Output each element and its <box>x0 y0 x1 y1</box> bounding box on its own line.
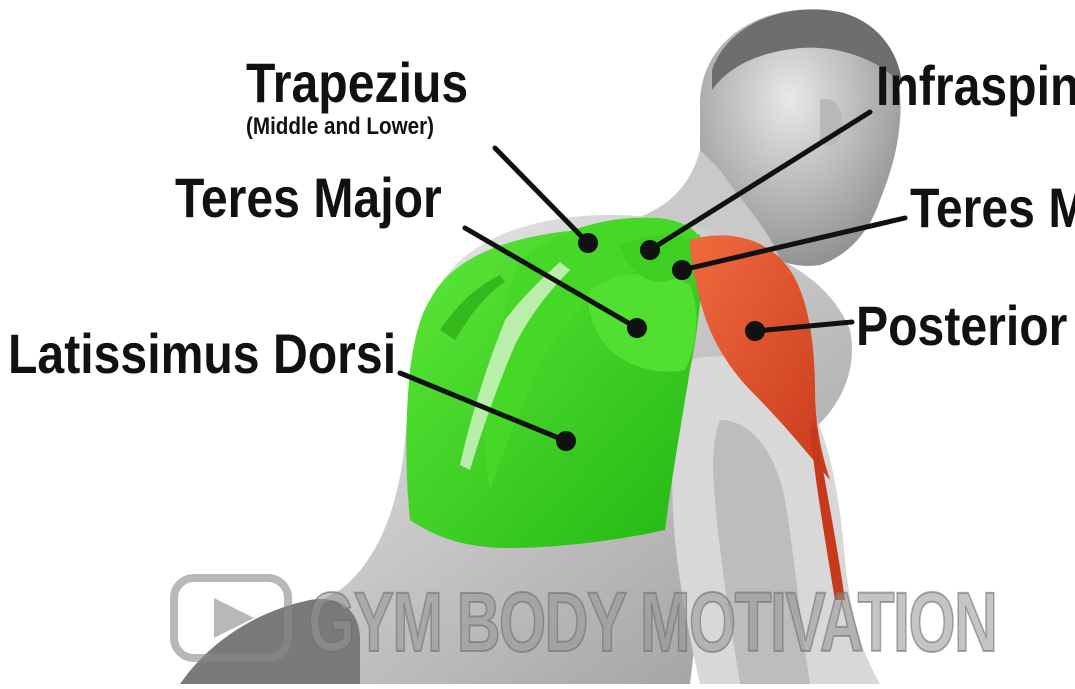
trapezius-dot <box>578 233 598 253</box>
infraspinatus-dot <box>640 240 660 260</box>
infraspinatus-label: Infraspin <box>876 54 1075 117</box>
posterior-deltoid-muscle <box>690 235 845 600</box>
teres-minor-dot <box>672 260 692 280</box>
leader-lines <box>397 109 908 444</box>
teres-minor-label: Teres M <box>910 176 1075 239</box>
teres-major-dot <box>627 318 647 338</box>
trapezius-leader <box>492 145 591 246</box>
trapezius-sublabel: (Middle and Lower) <box>246 113 435 140</box>
posterior-deltoid-label: Posterior <box>856 294 1068 357</box>
head <box>620 9 902 266</box>
teres-major-label: Teres Major <box>175 166 442 229</box>
posterior-dot <box>745 321 765 341</box>
leader-dots <box>556 233 765 451</box>
play-icon <box>170 574 292 662</box>
trapezius-label: Trapezius <box>246 51 469 114</box>
teres-major-leader <box>462 225 640 331</box>
latissimus-leader <box>397 370 569 444</box>
teres-minor-leader <box>679 215 908 273</box>
latissimus-dot <box>556 431 576 451</box>
watermark-text: GYM BODY MOTIVATION <box>307 574 998 670</box>
infraspinatus-leader <box>647 109 873 253</box>
posterior-leader <box>752 319 855 334</box>
latissimus-dorsi-label: Latissimus Dorsi <box>8 322 397 385</box>
